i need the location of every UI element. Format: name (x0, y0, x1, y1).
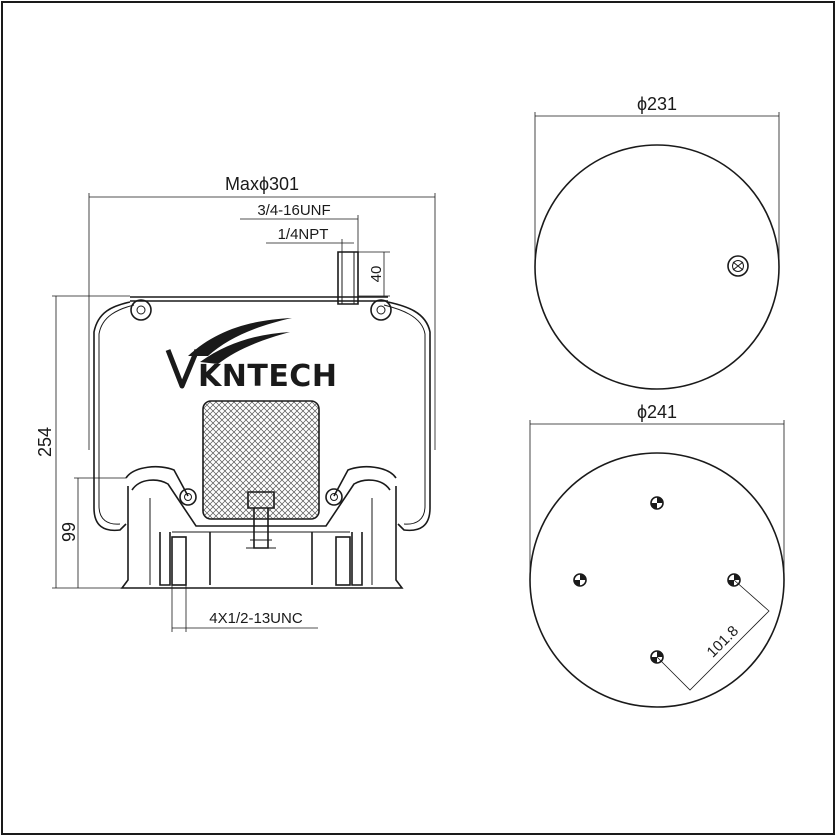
vkntech-logo: KNTECH (165, 318, 337, 394)
top-view: ϕ231 (534, 94, 780, 390)
height-total-label: 254 (35, 427, 55, 457)
bolt-spec-label: 4X1/2-13UNC (209, 610, 303, 627)
max-diameter-label: Maxϕ301 (225, 174, 299, 194)
air-port-icon (727, 255, 749, 277)
bottom-view: ϕ241 101.8 (529, 402, 785, 708)
bumper-block (202, 400, 320, 520)
bottom-diameter-label: ϕ241 (637, 402, 677, 422)
bolt-hole-top (650, 496, 664, 510)
piston-height-label: 99 (59, 522, 79, 542)
side-view: Maxϕ301 3/4-16UNF 1/4NPT 40 254 99 4X1/2… (35, 174, 436, 632)
top-diameter-label: ϕ231 (637, 94, 677, 114)
bolt-hole-left (573, 573, 587, 587)
port-label: 1/4NPT (278, 226, 329, 243)
thread-top-label: 3/4-16UNF (257, 202, 330, 219)
stud-height-label: 40 (368, 266, 385, 283)
brand-logo-text: KNTECH (198, 359, 337, 394)
bolt-circle-label: 101.8 (704, 623, 743, 662)
